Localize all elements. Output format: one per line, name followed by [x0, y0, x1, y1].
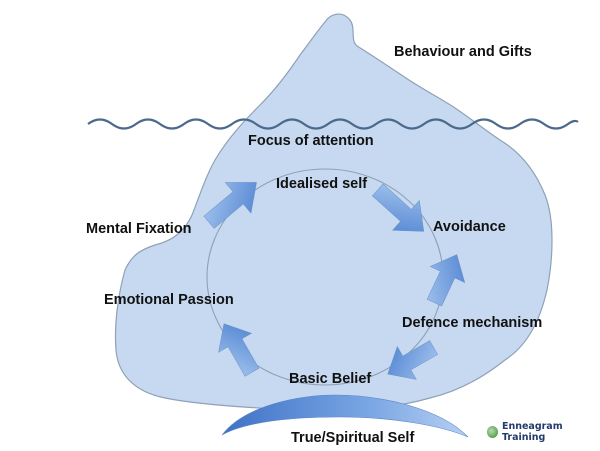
label-true-spiritual-self: True/Spiritual Self: [291, 430, 415, 446]
label-basic-belief: Basic Belief: [289, 371, 372, 387]
label-behaviour-and-gifts: Behaviour and Gifts: [394, 44, 532, 60]
water-line: [87, 118, 579, 130]
iceberg-shape: [114, 13, 553, 412]
arrow-basic-to-emotional: [218, 323, 260, 377]
label-focus-of-attention: Focus of attention: [248, 133, 374, 149]
label-defence-mechanism: Defence mechanism: [402, 315, 543, 331]
true-self-bowl: [221, 394, 469, 438]
label-idealised-self: Idealised self: [276, 176, 368, 192]
arrow-idealised-to-avoidance: [371, 183, 425, 232]
brand-logo: Enneagram Training: [487, 421, 600, 443]
arrow-defence-to-avoidance: [426, 254, 466, 307]
globe-icon: [487, 426, 498, 438]
brand-text: Enneagram Training: [501, 421, 563, 443]
arrow-defence-to-basic: [387, 340, 438, 380]
label-emotional-passion: Emotional Passion: [104, 292, 234, 308]
arrow-mental-to-idealised: [203, 182, 257, 229]
label-avoidance: Avoidance: [433, 219, 506, 235]
label-mental-fixation: Mental Fixation: [86, 221, 192, 237]
